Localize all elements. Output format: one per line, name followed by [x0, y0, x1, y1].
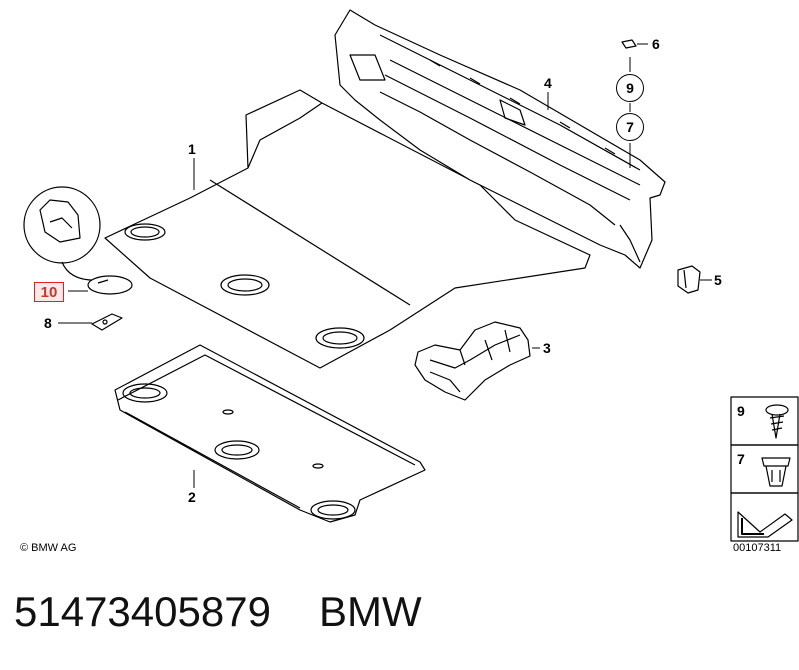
- legend-label-9: 9: [737, 403, 745, 419]
- part-number: 51473405879: [14, 588, 271, 635]
- part-label-9: 9: [616, 74, 644, 102]
- legend-label-7: 7: [737, 451, 745, 467]
- expanding-nut-icon: [761, 457, 791, 487]
- loading-sill-trim-part: [334, 9, 666, 269]
- part-label-1: 1: [188, 141, 196, 157]
- small-clip-part: [621, 39, 637, 49]
- brand-name: BMW: [318, 588, 422, 635]
- part-number-line: 51473405879 BMW: [14, 588, 422, 636]
- cover-cap-part: [23, 186, 133, 295]
- part-label-3: 3: [543, 340, 551, 356]
- part-label-6: 6: [652, 36, 660, 52]
- diagram-id: 00107311: [733, 542, 782, 554]
- part-label-2: 2: [188, 489, 196, 505]
- direction-arrow-icon: [737, 511, 793, 538]
- floor-carpet-part: [104, 89, 591, 369]
- part-label-8: 8: [44, 315, 52, 331]
- floor-panel-part: [114, 344, 426, 523]
- fastener-legend: [730, 396, 799, 542]
- parts-diagram: [23, 9, 799, 542]
- tab-part: [91, 313, 123, 331]
- part-label-7: 7: [616, 113, 644, 141]
- screw-icon: [765, 404, 789, 439]
- clip-part: [677, 265, 701, 294]
- part-label-4: 4: [544, 75, 552, 91]
- part-label-5: 5: [714, 272, 722, 288]
- copyright-text: © BMW AG: [20, 542, 77, 554]
- holder-bracket-part: [414, 321, 531, 401]
- part-label-10-highlighted: 10: [34, 282, 64, 302]
- leader-lines: [58, 43, 712, 488]
